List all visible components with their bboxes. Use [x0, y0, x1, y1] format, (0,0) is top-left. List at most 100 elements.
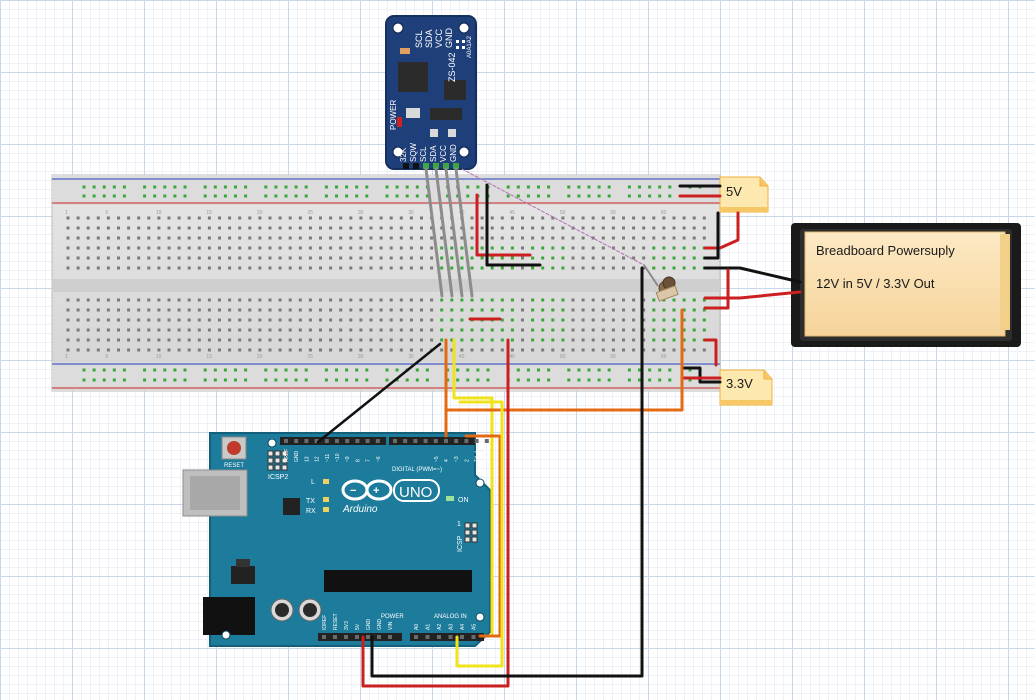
rail-hole: [648, 378, 652, 382]
icsp-header: [464, 522, 478, 543]
terminal-hole: [460, 348, 464, 352]
rail-hole: [112, 378, 116, 382]
terminal-hole: [682, 216, 686, 220]
rail-hole: [274, 378, 278, 382]
terminal-hole: [521, 236, 524, 240]
wire-3v3-gnd: [680, 366, 722, 384]
terminal-hole: [228, 226, 232, 230]
terminal-hole: [591, 256, 595, 260]
terminal-hole: [460, 266, 464, 270]
header-pin-hole: [284, 439, 288, 443]
terminal-hole: [288, 246, 292, 250]
breadboard-holes: [66, 185, 706, 382]
rtc-pin-vcc: VCC: [434, 28, 444, 48]
terminal-hole: [480, 338, 484, 342]
terminal-hole: [541, 328, 545, 332]
terminal-hole: [510, 246, 514, 250]
terminal-hole: [601, 348, 605, 352]
terminal-hole: [228, 338, 232, 342]
terminal-hole: [581, 236, 585, 240]
rail-hole: [163, 378, 167, 382]
terminal-hole: [298, 266, 302, 270]
terminal-hole: [137, 298, 141, 302]
rail-hole: [638, 378, 641, 382]
rtc-address-pads: [456, 40, 465, 49]
rtc-mount-hole: [392, 146, 404, 158]
terminal-hole: [96, 266, 100, 270]
terminal-hole: [137, 236, 141, 240]
terminal-hole: [551, 216, 555, 220]
uno-model: UNO: [399, 484, 432, 501]
reset-button-cap[interactable]: [227, 441, 241, 455]
pot-leg: [643, 264, 659, 287]
terminal-hole: [672, 266, 676, 270]
terminal-hole: [702, 328, 706, 332]
terminal-hole: [187, 318, 191, 322]
terminal-hole: [96, 256, 100, 260]
terminal-hole: [581, 256, 585, 260]
column-number: 10: [156, 210, 162, 216]
terminal-hole: [298, 246, 302, 250]
terminal-hole: [642, 298, 646, 302]
terminal-hole: [288, 216, 292, 220]
rail-hole: [577, 194, 581, 198]
column-number: 15: [206, 210, 212, 216]
terminal-hole: [430, 298, 434, 302]
terminal-hole: [601, 298, 605, 302]
column-number: 5: [105, 210, 108, 216]
column-number: 45: [509, 354, 515, 360]
terminal-hole: [672, 236, 676, 240]
rail-hole: [395, 185, 399, 189]
icsp-pin: [464, 529, 471, 536]
terminal-hole: [76, 256, 80, 260]
terminal-hole: [389, 226, 393, 230]
header-pin-label: A2: [437, 624, 443, 630]
terminal-hole: [157, 216, 161, 220]
terminal-hole: [127, 348, 131, 352]
rail-hole: [587, 378, 591, 382]
terminal-hole: [278, 308, 282, 312]
terminal-hole: [117, 246, 120, 250]
terminal-hole: [662, 348, 666, 352]
terminal-hole: [258, 308, 262, 312]
terminal-hole: [632, 216, 636, 220]
eeprom-chip: [444, 80, 466, 100]
terminal-hole: [591, 308, 595, 312]
terminal-hole: [117, 338, 120, 342]
terminal-hole: [581, 216, 585, 220]
terminal-hole: [369, 338, 373, 342]
terminal-hole: [611, 246, 615, 250]
terminal-hole: [238, 246, 242, 250]
wire-psu-input-gnd: [703, 266, 802, 284]
terminal-hole: [147, 266, 151, 270]
rail-hole: [92, 368, 96, 372]
terminal-hole: [470, 216, 474, 220]
rtc-mount-hole: [392, 22, 404, 34]
rail-hole: [365, 194, 369, 198]
rail-hole: [415, 368, 419, 372]
terminal-hole: [682, 246, 686, 250]
terminal-hole: [137, 246, 141, 250]
header-pin-hole: [448, 635, 453, 639]
rail-hole: [607, 185, 611, 189]
terminal-hole: [672, 348, 676, 352]
terminal-hole: [632, 266, 636, 270]
terminal-hole: [409, 236, 413, 240]
header-pin-hole: [425, 635, 430, 639]
terminal-hole: [339, 318, 343, 322]
terminal-hole: [521, 226, 524, 230]
power-label: POWER: [381, 614, 404, 620]
terminal-hole: [399, 308, 403, 312]
on-led: [446, 496, 454, 501]
rail-hole: [284, 368, 288, 372]
terminal-hole: [541, 298, 545, 302]
rail-hole: [466, 194, 470, 198]
analog-pin-holes: [414, 635, 476, 639]
terminal-hole: [177, 328, 181, 332]
rtc-pin-scl: SCL: [414, 30, 424, 48]
terminal-hole: [692, 298, 696, 302]
terminal-hole: [207, 216, 211, 220]
terminal-hole: [298, 298, 302, 302]
terminal-hole: [682, 226, 686, 230]
